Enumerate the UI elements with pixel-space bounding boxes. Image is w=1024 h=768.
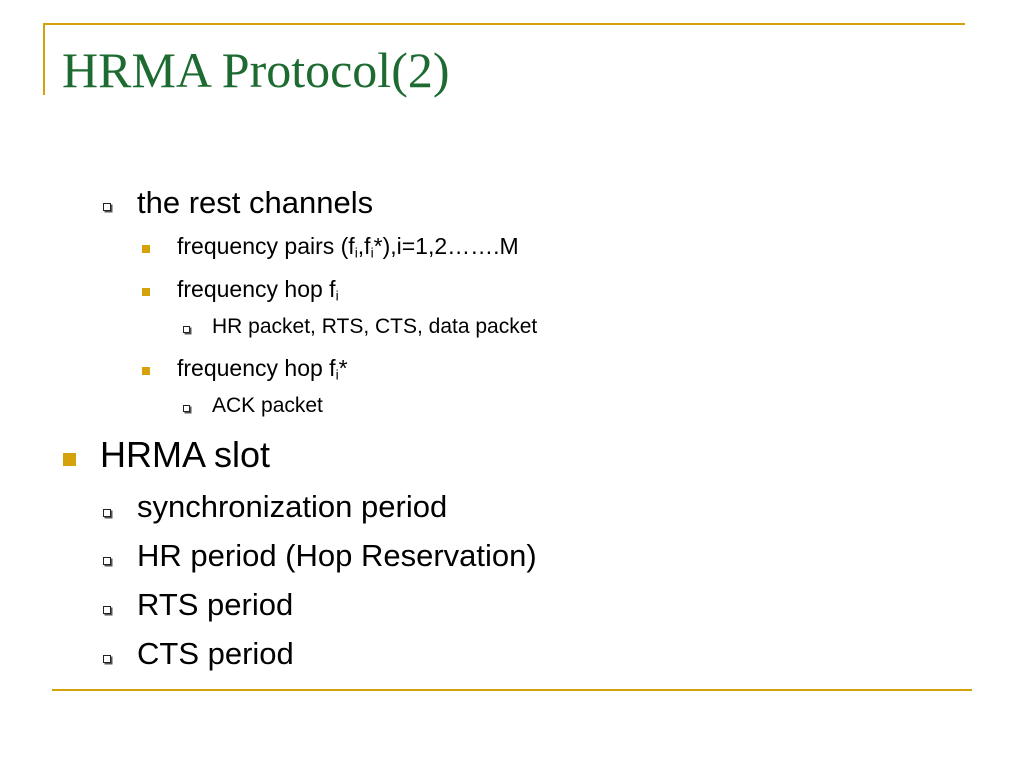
bullet-frequency-pairs: frequency pairs (fi,fi*),i=1,2…….M — [177, 233, 519, 260]
bullet-text: ACK packet — [212, 394, 323, 417]
title-frame-left-rule — [43, 23, 45, 95]
bullet-text: frequency hop fi — [177, 276, 339, 304]
hollow-square-bullet-icon — [103, 509, 111, 517]
bullet-cts-period: CTS period — [137, 636, 294, 672]
bullet-text: CTS period — [137, 636, 294, 671]
gold-square-bullet-icon — [142, 288, 150, 296]
bullet-text: HRMA slot — [100, 434, 271, 475]
bullet-hrma-slot: HRMA slot — [100, 434, 270, 476]
bottom-rule — [52, 689, 972, 691]
bullet-hop-fi-packets: HR packet, RTS, CTS, data packet — [212, 315, 537, 339]
bullet-rts-period: RTS period — [137, 587, 293, 623]
bullet-sync-period: synchronization period — [137, 489, 447, 525]
bullet-text: HR packet, RTS, CTS, data packet — [212, 315, 538, 338]
hollow-square-bullet-icon — [103, 203, 111, 211]
gold-square-bullet-icon — [63, 453, 76, 466]
bullet-hr-period: HR period (Hop Reservation) — [137, 538, 537, 574]
bullet-text: HR period (Hop Reservation) — [137, 538, 537, 573]
slide-title: HRMA Protocol(2) — [62, 42, 450, 98]
bullet-frequency-hop-fi-star: frequency hop fi* — [177, 355, 348, 382]
title-frame-top-rule — [43, 23, 965, 25]
bullet-text: the rest channels — [137, 185, 374, 220]
hollow-square-bullet-icon — [103, 557, 111, 565]
bullet-text: frequency hop fi* — [177, 355, 348, 383]
hollow-square-bullet-icon — [183, 405, 190, 412]
hollow-square-bullet-icon — [183, 326, 190, 333]
bullet-text: synchronization period — [137, 489, 448, 524]
hollow-square-bullet-icon — [103, 606, 111, 614]
bullet-frequency-hop-fi: frequency hop fi — [177, 276, 339, 303]
bullet-rest-channels: the rest channels — [137, 185, 373, 221]
bullet-ack-packet: ACK packet — [212, 394, 323, 418]
hollow-square-bullet-icon — [103, 655, 111, 663]
bullet-text: RTS period — [137, 587, 294, 622]
gold-square-bullet-icon — [142, 245, 150, 253]
gold-square-bullet-icon — [142, 367, 150, 375]
bullet-text: frequency pairs (fi,fi*),i=1,2…….M — [177, 233, 519, 261]
